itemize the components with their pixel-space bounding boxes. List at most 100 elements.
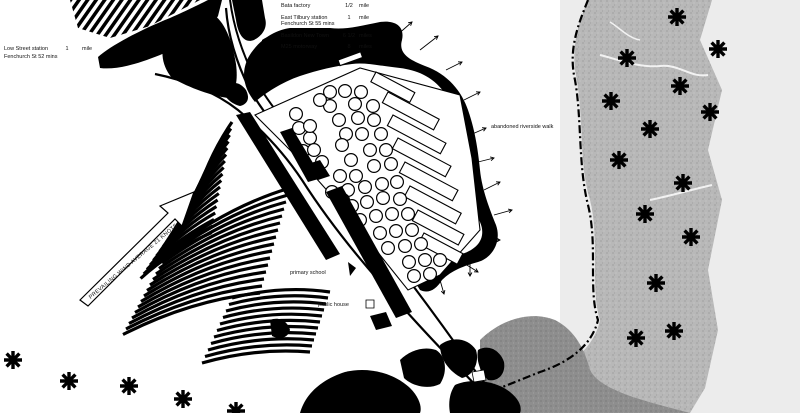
distance-unit: miles bbox=[359, 44, 372, 50]
round-house bbox=[366, 98, 381, 113]
view-arrow-icon bbox=[493, 209, 513, 216]
round-house bbox=[332, 112, 347, 127]
round-house bbox=[373, 226, 388, 241]
furrow-stroke bbox=[210, 331, 317, 346]
primary-school-label: primary school bbox=[290, 270, 326, 276]
tree-icon bbox=[616, 47, 638, 69]
low-street-label: Low Street station 1 mile Fenchurch St 5… bbox=[4, 46, 92, 60]
round-house bbox=[367, 112, 382, 127]
furrow-stroke bbox=[222, 306, 325, 320]
distance-row: East Tilbury station 1 mile Fenchurch St… bbox=[281, 15, 371, 33]
view-arrow-head bbox=[475, 91, 481, 96]
building-block bbox=[308, 160, 330, 180]
distance-table: Bata factory 1/2 mile East Tilbury stati… bbox=[281, 3, 372, 56]
furrow-stroke bbox=[128, 277, 265, 325]
view-arrow-head bbox=[481, 127, 487, 132]
land-block bbox=[232, 0, 266, 41]
round-house bbox=[398, 239, 413, 254]
tree-icon bbox=[663, 320, 685, 342]
tree-icon bbox=[118, 375, 140, 397]
station-unit: mile bbox=[82, 46, 93, 52]
land-block bbox=[449, 380, 521, 413]
wind-arrow-icon bbox=[79, 190, 196, 307]
view-arrow-head bbox=[473, 268, 479, 273]
distance-place: M25 motorway bbox=[281, 44, 318, 50]
distance-unit: miles bbox=[359, 32, 372, 39]
view-arrow-head bbox=[467, 272, 473, 277]
round-house bbox=[381, 241, 396, 256]
furrow-stroke bbox=[158, 207, 285, 270]
furrow-stroke bbox=[219, 312, 323, 326]
round-house bbox=[335, 138, 350, 153]
furrow-stroke bbox=[231, 287, 331, 300]
view-arrow-icon bbox=[477, 157, 495, 163]
round-house bbox=[333, 169, 348, 184]
view-arrow-head bbox=[440, 289, 446, 295]
tree-icon bbox=[172, 388, 194, 410]
round-house bbox=[418, 253, 433, 268]
round-house bbox=[367, 159, 382, 174]
station-distance: 1 bbox=[65, 46, 69, 52]
tree-icon bbox=[666, 6, 688, 28]
view-arrow-icon bbox=[419, 35, 439, 51]
round-house bbox=[407, 269, 422, 284]
tree-icon bbox=[639, 118, 661, 140]
round-house bbox=[369, 209, 384, 224]
furrow-stroke bbox=[228, 294, 329, 307]
tree-icon bbox=[600, 90, 622, 112]
land-block bbox=[222, 82, 248, 106]
view-arrow-head bbox=[433, 35, 439, 40]
distance-place: East Tilbury station bbox=[281, 14, 328, 21]
field-furrows bbox=[122, 121, 331, 365]
furrow-stroke bbox=[131, 270, 267, 320]
round-house bbox=[338, 83, 353, 98]
furrow-stroke bbox=[216, 318, 321, 333]
distance-row: Bata factory 1/2 mile bbox=[281, 3, 371, 15]
furrow-stroke bbox=[134, 263, 269, 314]
view-arrows bbox=[376, 21, 513, 295]
distance-value: 1/2 bbox=[345, 3, 353, 9]
round-house bbox=[405, 223, 420, 238]
furrow-stroke bbox=[207, 337, 315, 352]
round-house bbox=[344, 153, 359, 168]
furrow-stroke bbox=[152, 221, 281, 281]
river-channel bbox=[690, 0, 800, 413]
view-arrow-icon bbox=[483, 181, 501, 191]
distance-value: 8 bbox=[347, 44, 351, 50]
round-house bbox=[348, 96, 363, 111]
public-house-label: public house bbox=[318, 302, 349, 308]
furrow-stroke bbox=[204, 343, 313, 359]
furrow-stroke bbox=[146, 235, 277, 292]
distance-row: Basildon New Town 6 1/2 miles bbox=[281, 32, 372, 45]
round-house bbox=[303, 131, 318, 146]
furrow-stroke bbox=[164, 193, 289, 259]
round-house bbox=[385, 207, 400, 222]
view-arrow-head bbox=[496, 237, 501, 243]
round-house bbox=[433, 253, 448, 268]
view-arrow-icon bbox=[469, 127, 487, 136]
station-journey: Fenchurch St 52 mins bbox=[4, 54, 58, 60]
tree-icon bbox=[707, 38, 729, 60]
round-house bbox=[323, 84, 338, 99]
round-house bbox=[384, 157, 399, 172]
view-arrow-icon bbox=[439, 279, 445, 295]
view-arrow-icon bbox=[445, 61, 463, 71]
round-house bbox=[389, 224, 404, 239]
furrow-stroke bbox=[201, 349, 311, 365]
tree-icon bbox=[225, 400, 247, 413]
furrow-stroke bbox=[225, 300, 327, 313]
furrow-stroke bbox=[155, 214, 283, 276]
land-block bbox=[300, 369, 421, 413]
round-house bbox=[360, 195, 375, 210]
land-block bbox=[400, 348, 445, 387]
round-house bbox=[402, 255, 417, 270]
tree-icon bbox=[625, 327, 647, 349]
round-house bbox=[379, 143, 394, 158]
round-house bbox=[354, 84, 369, 99]
round-house bbox=[423, 267, 438, 282]
view-arrow-head bbox=[388, 39, 393, 45]
distance-unit: mile bbox=[359, 14, 370, 21]
distance-place: Basildon New Town bbox=[281, 32, 329, 39]
creek bbox=[599, 54, 709, 77]
